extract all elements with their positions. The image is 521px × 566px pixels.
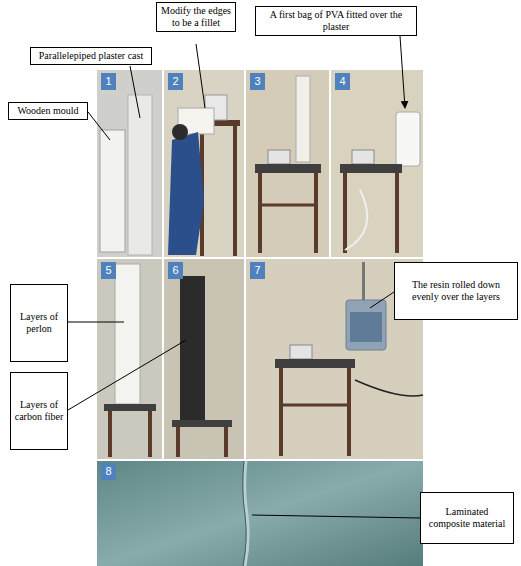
panel-number: 4 bbox=[335, 73, 350, 90]
panel-number-text: 4 bbox=[339, 76, 345, 87]
callout-box: Layers of perlon bbox=[10, 284, 68, 362]
panel-number: 3 bbox=[250, 73, 265, 90]
panel-number-text: 8 bbox=[105, 466, 111, 477]
panel-number: 6 bbox=[168, 262, 183, 279]
callout-box: Modify the edges to be a fillet bbox=[156, 2, 236, 32]
panel-number-text: 1 bbox=[105, 76, 111, 87]
panel-number: 7 bbox=[250, 262, 265, 279]
callout-box: A first bag of PVA fitted over the plast… bbox=[255, 6, 417, 36]
panel-number-text: 6 bbox=[172, 265, 178, 276]
panel-number: 8 bbox=[101, 463, 116, 480]
callout-text: Layers of carbon fiber bbox=[14, 399, 64, 423]
panel-number: 1 bbox=[101, 73, 116, 90]
panel-number: 5 bbox=[101, 262, 116, 279]
callout-text: Modify the edges to be a fillet bbox=[160, 5, 232, 29]
callout-text: Parallelepiped plaster cast bbox=[39, 50, 143, 62]
panel-number-text: 7 bbox=[254, 265, 260, 276]
callout-box: Laminated composite material bbox=[420, 492, 514, 544]
callout-text: Layers of perlon bbox=[14, 311, 64, 335]
panel-number-text: 5 bbox=[105, 265, 111, 276]
callout-box: Layers of carbon fiber bbox=[10, 372, 68, 450]
panel-number-text: 3 bbox=[254, 76, 260, 87]
panel-number: 2 bbox=[168, 73, 183, 90]
callout-box: Wooden mould bbox=[8, 102, 88, 120]
callout-box: Parallelepiped plaster cast bbox=[30, 47, 152, 65]
panel-number-text: 2 bbox=[172, 76, 178, 87]
callout-text: A first bag of PVA fitted over the plast… bbox=[259, 9, 413, 33]
callout-box: The resin rolled down evenly over the la… bbox=[394, 262, 518, 320]
callout-text: The resin rolled down evenly over the la… bbox=[398, 279, 514, 303]
callout-text: Laminated composite material bbox=[424, 506, 510, 530]
callout-text: Wooden mould bbox=[17, 105, 78, 117]
